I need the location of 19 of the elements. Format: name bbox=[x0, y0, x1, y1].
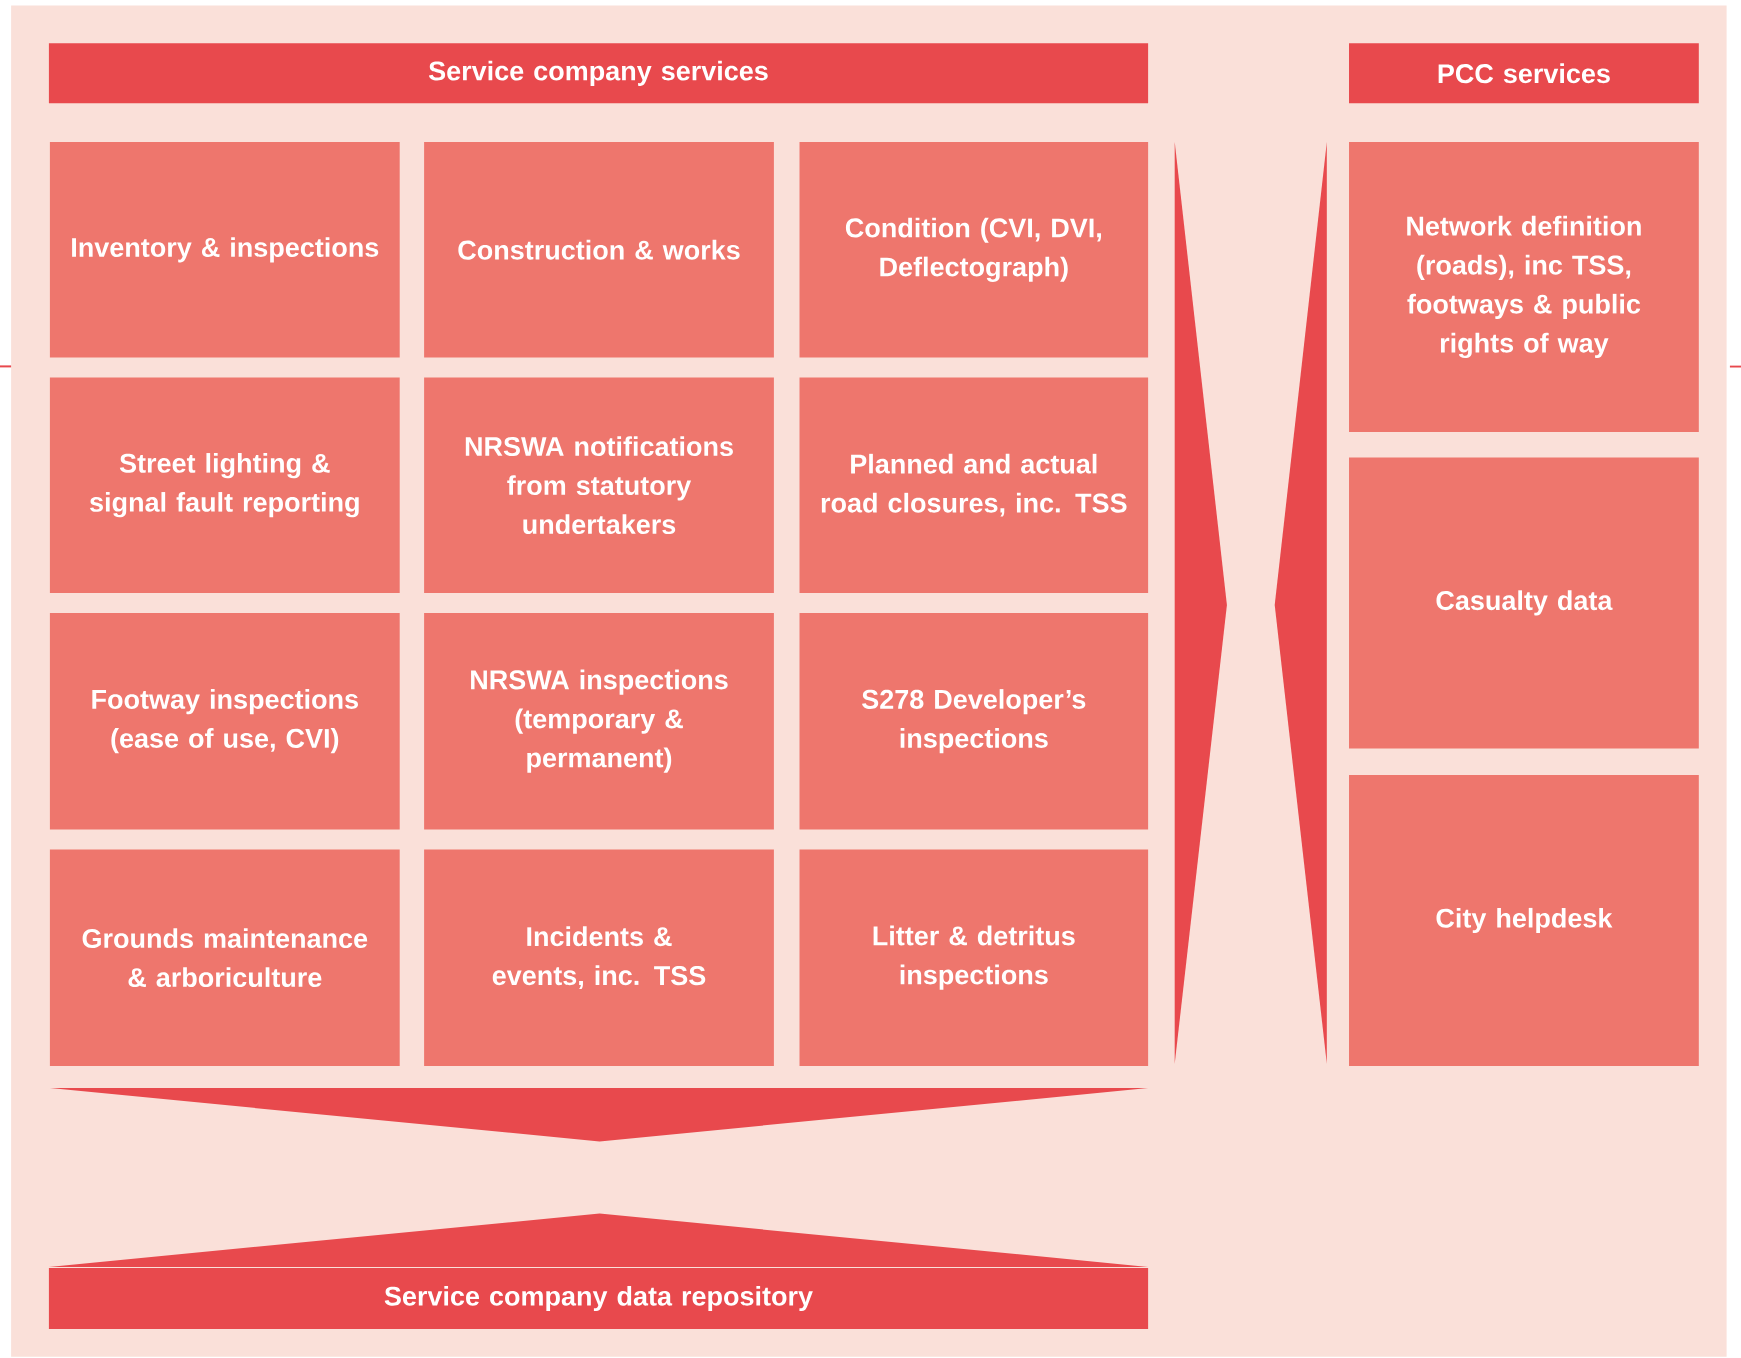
service-box: Network definition (roads), inc TSS, footways & public rights of way bbox=[1349, 142, 1699, 432]
header-bar: Service company services bbox=[48, 43, 1149, 104]
service-box: NRSWA inspections (temporary & permanent) bbox=[424, 612, 774, 830]
service-box: Casualty data bbox=[1349, 457, 1699, 749]
node-label: Service company data repository bbox=[384, 1285, 813, 1312]
service-box: Grounds maintenance & arboriculture bbox=[49, 849, 400, 1066]
service-box: City helpdesk bbox=[1349, 775, 1699, 1066]
service-box: Condition (CVI, DVI, Deflectograph) bbox=[799, 142, 1149, 358]
service-box: Street lighting & signal fault reporting bbox=[49, 377, 400, 593]
service-box: Incidents & events, inc. TSS bbox=[424, 849, 774, 1066]
header-bar: PCC services bbox=[1349, 43, 1699, 104]
service-box: S278 Developer’s inspections bbox=[799, 612, 1149, 830]
repository-bar: Service company data repository bbox=[48, 1268, 1149, 1329]
service-box: Planned and actual road closures, inc. TSS bbox=[799, 377, 1149, 593]
service-box: Construction & works bbox=[424, 142, 774, 358]
service-box: Footway inspections (ease of use, CVI) bbox=[49, 612, 400, 830]
service-box: NRSWA notifications from statutory undertakers bbox=[424, 377, 774, 593]
service-box: Litter & detritus inspections bbox=[799, 849, 1149, 1066]
service-box: Inventory & inspections bbox=[49, 142, 400, 358]
